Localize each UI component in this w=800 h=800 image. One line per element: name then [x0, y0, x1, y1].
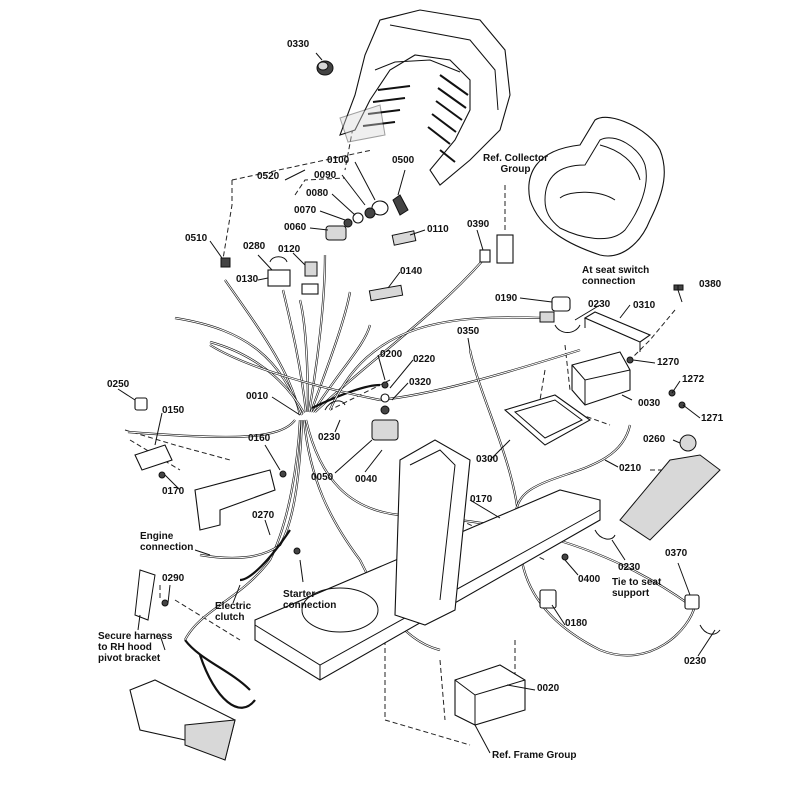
- leader-lines: [117, 52, 716, 754]
- components: [134, 60, 721, 690]
- note-tie-to-seat-support: Tie to seat support: [612, 577, 662, 599]
- part-label-0210: 0210: [619, 463, 642, 474]
- part-label-0110: 0110: [427, 224, 449, 235]
- part-label-0050: 0050: [311, 472, 334, 483]
- note-starter-connection: Starter connection: [283, 589, 337, 611]
- part-label-1271: 1271: [701, 413, 724, 424]
- part-label-0350: 0350: [457, 326, 480, 337]
- part-label-1270: 1270: [657, 357, 680, 368]
- part-label-0220: 0220: [413, 354, 436, 365]
- part-label-0370: 0370: [665, 548, 688, 559]
- tractor-frame: [254, 439, 601, 681]
- part-label-0230: 0230: [618, 562, 641, 573]
- part-label-0090: 0090: [314, 170, 337, 181]
- part-label-0140: 0140: [400, 266, 423, 277]
- note-ref-collector-group: Ref. Collector Group: [483, 153, 549, 175]
- part-label-0320: 0320: [409, 377, 432, 388]
- wiring-harness: [127, 254, 697, 709]
- part-label-0280: 0280: [243, 241, 266, 252]
- part-label-0500: 0500: [392, 155, 415, 166]
- part-label-0510: 0510: [185, 233, 208, 244]
- part-label-0120: 0120: [278, 244, 301, 255]
- part-label-0150: 0150: [162, 405, 185, 416]
- part-label-0310: 0310: [633, 300, 656, 311]
- part-label-0250: 0250: [107, 379, 130, 390]
- part-label-0330: 0330: [287, 39, 310, 50]
- note-ref-frame-group: Ref. Frame Group: [492, 750, 577, 761]
- part-label-0020: 0020: [537, 683, 560, 694]
- part-label-0230: 0230: [588, 299, 611, 310]
- part-label-0170: 0170: [162, 486, 185, 497]
- part-label-0130: 0130: [236, 274, 259, 285]
- note-seat-switch-connection: At seat switch connection: [582, 265, 650, 287]
- part-label-0230: 0230: [318, 432, 341, 443]
- hood-dash-panel: [339, 9, 511, 186]
- part-label-0030: 0030: [638, 398, 661, 409]
- note-engine-connection: Engine connection: [140, 531, 194, 553]
- part-label-0300: 0300: [476, 454, 499, 465]
- frame-bracket: [454, 664, 526, 726]
- note-secure-harness: Secure harness to RH hood pivot bracket: [98, 631, 173, 664]
- part-label-0260: 0260: [643, 434, 666, 445]
- part-label-0070: 0070: [294, 205, 317, 216]
- part-label-0180: 0180: [565, 618, 588, 629]
- part-label-0400: 0400: [578, 574, 601, 585]
- part-label-0270: 0270: [252, 510, 275, 521]
- part-label-0190: 0190: [495, 293, 518, 304]
- hood-pivot: [129, 569, 236, 761]
- part-label-0290: 0290: [162, 573, 185, 584]
- part-label-0010: 0010: [246, 391, 269, 402]
- seat: [528, 116, 665, 257]
- part-label-0230: 0230: [684, 656, 707, 667]
- part-label-0200: 0200: [380, 349, 403, 360]
- part-label-0520: 0520: [257, 171, 280, 182]
- part-label-0390: 0390: [467, 219, 490, 230]
- part-label-0170: 0170: [470, 494, 493, 505]
- note-electric-clutch: Electric clutch: [215, 601, 252, 623]
- part-label-0040: 0040: [355, 474, 378, 485]
- part-label-0060: 0060: [284, 222, 307, 233]
- part-label-0080: 0080: [306, 188, 329, 199]
- part-label-0380: 0380: [699, 279, 722, 290]
- part-label-0100: 0100: [327, 155, 350, 166]
- part-label-1272: 1272: [682, 374, 705, 385]
- part-label-0160: 0160: [248, 433, 271, 444]
